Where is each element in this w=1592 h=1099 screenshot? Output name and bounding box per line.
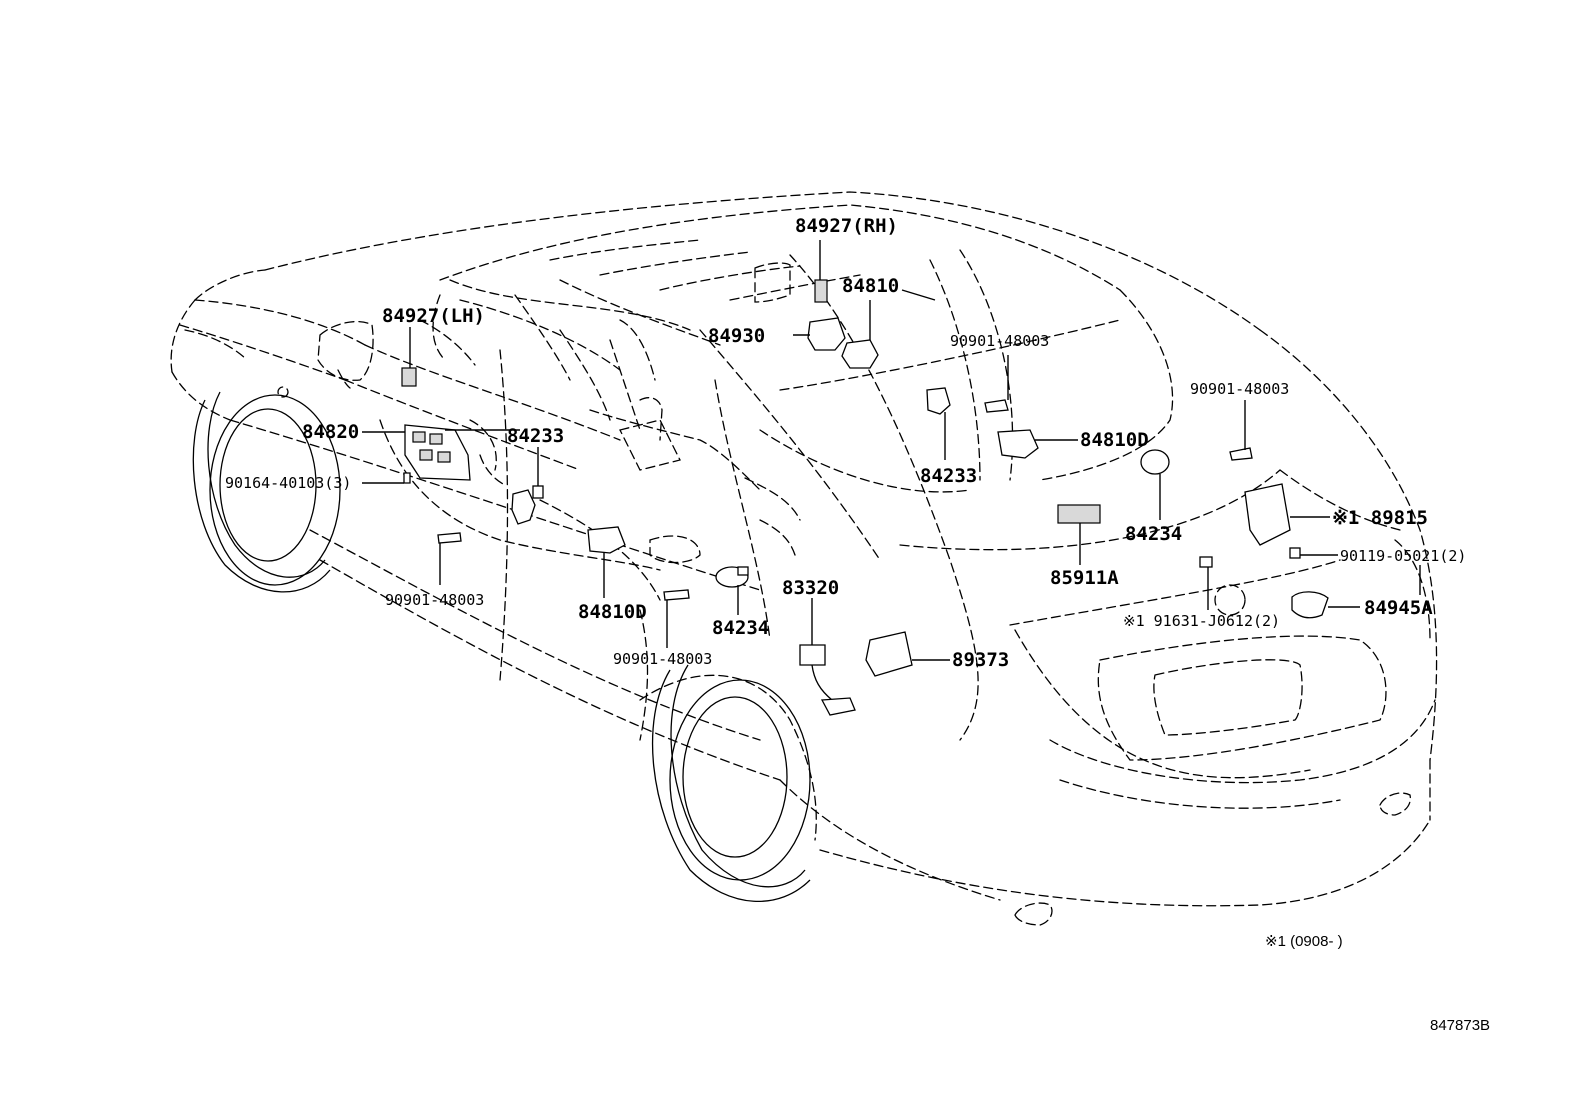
label-83320: 83320	[782, 577, 839, 599]
label-84233-b: 84233	[920, 465, 977, 487]
diagram-id: 847873B	[1430, 1017, 1490, 1034]
label-85911a: 85911A	[1050, 567, 1119, 589]
label-90901-48003-b: 90901-48003	[1190, 380, 1289, 398]
label-89815: ※1 89815	[1332, 507, 1428, 529]
part-labels: 84927(RH) 84810 84930 84927(LH) 90901-48…	[225, 215, 1466, 671]
label-84927-lh: 84927(LH)	[382, 305, 485, 327]
label-84927-rh: 84927(RH)	[795, 215, 898, 237]
part-shapes	[401, 279, 1329, 716]
front-wheel	[192, 391, 341, 593]
label-84233-a: 84233	[507, 425, 564, 447]
label-91631-j0612: ※1 91631-J0612(2)	[1123, 612, 1280, 630]
leader-lines	[362, 240, 1421, 661]
applicability-footnote: ※1 (0908- )	[1265, 933, 1343, 950]
label-90901-48003-d: 90901-48003	[613, 650, 712, 668]
label-90119-05021: 90119-05021(2)	[1340, 547, 1466, 565]
label-84234-a: 84234	[1125, 523, 1182, 545]
label-84945a: 84945A	[1364, 597, 1433, 619]
label-84810d-b: 84810D	[578, 601, 647, 623]
label-89373: 89373	[952, 649, 1009, 671]
label-84930: 84930	[708, 325, 765, 347]
label-84810: 84810	[842, 275, 899, 297]
rear-wheel	[651, 664, 811, 903]
label-90164-40103: 90164-40103(3)	[225, 474, 351, 492]
label-84820: 84820	[302, 421, 359, 443]
label-90901-48003-a: 90901-48003	[950, 332, 1049, 350]
car-body	[170, 191, 1438, 926]
label-84234-b: 84234	[712, 617, 769, 639]
label-90901-48003-c: 90901-48003	[385, 591, 484, 609]
label-84810d-a: 84810D	[1080, 429, 1149, 451]
